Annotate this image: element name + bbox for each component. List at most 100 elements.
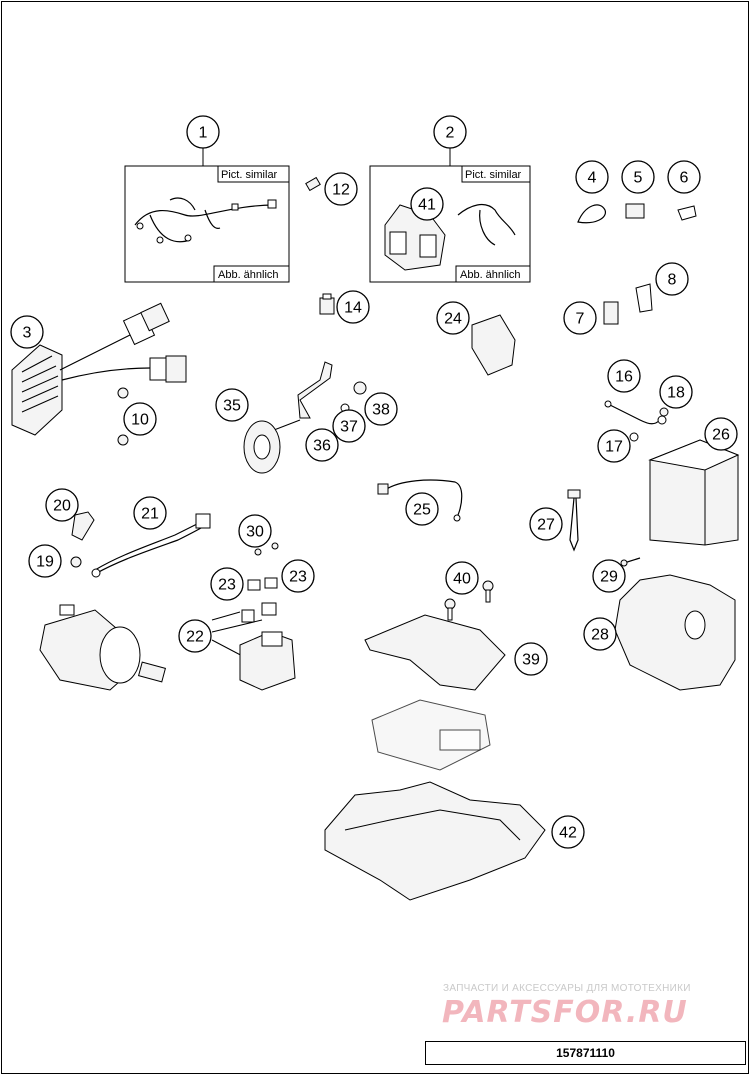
callout-5: 5 — [621, 160, 655, 194]
callout-circle — [583, 617, 617, 651]
watermark-tagline: ЗАПЧАСТИ И АКСЕССУАРЫ ДЛЯ МОТОТЕХНИКИ — [443, 983, 691, 994]
harness-connector — [231, 203, 239, 211]
callout-35: 35 — [215, 388, 249, 422]
callout-40: 40 — [445, 561, 479, 595]
callout-38: 38 — [364, 392, 398, 426]
harness-connector — [267, 199, 277, 209]
part-5-clip — [625, 203, 645, 219]
callout-12: 12 — [324, 172, 358, 206]
part-19-nut — [70, 556, 82, 568]
part-18-screw — [659, 407, 669, 417]
callout-number: 1 — [199, 125, 208, 142]
callout-circle — [445, 561, 479, 595]
box1-bottom-note-frame — [213, 265, 290, 283]
callout-circle — [514, 642, 548, 676]
callout-circle — [178, 619, 212, 653]
callout-circle — [405, 492, 439, 526]
part-42-tray — [324, 781, 546, 901]
callout-number: 30 — [246, 524, 264, 541]
box2-bottom-note: Abb. ähnlich — [460, 269, 521, 281]
callout-7: 7 — [563, 301, 597, 335]
callout-circle — [655, 262, 689, 296]
callout-23: 23 — [281, 559, 315, 593]
callout-3: 3 — [10, 315, 44, 349]
callout-number: 10 — [131, 412, 149, 429]
callout-circle — [238, 514, 272, 548]
callout-22: 22 — [178, 619, 212, 653]
callout-number: 38 — [372, 402, 390, 419]
part-24-relay-block — [471, 314, 516, 376]
callout-4: 4 — [575, 160, 609, 194]
callout-number: 28 — [591, 627, 609, 644]
harness-main-wire — [134, 204, 276, 226]
callout-circle — [592, 559, 626, 593]
callout-circle — [529, 507, 563, 541]
callout-number: 39 — [522, 652, 540, 669]
box1-bottom-note: Abb. ähnlich — [218, 269, 279, 281]
part-4-cable-tie — [577, 204, 606, 224]
callout-number: 42 — [559, 825, 577, 842]
callout-number: 24 — [444, 311, 462, 328]
callout-number: 35 — [223, 398, 241, 415]
callout-circle — [597, 429, 631, 463]
callout-number: 16 — [615, 369, 633, 386]
callout-circle — [659, 375, 693, 409]
callout-circle — [364, 392, 398, 426]
callout-circle — [563, 301, 597, 335]
callout-circle — [133, 496, 167, 530]
callout-circle — [667, 160, 701, 194]
callout-circle — [410, 187, 444, 221]
harness-branch-wire — [204, 209, 221, 230]
part-26-battery — [648, 439, 740, 546]
callout-number: 23 — [289, 569, 307, 586]
part-12-terminal — [305, 176, 321, 192]
callout-circle — [45, 488, 79, 522]
callout-number: 21 — [141, 506, 159, 523]
part-22-starter-relay — [239, 631, 296, 691]
part-20-terminal-cap — [71, 511, 95, 541]
callout-circle — [305, 428, 339, 462]
callout-circle — [551, 815, 585, 849]
harness-bracket-box: Pict. similar Abb. ähnlich — [369, 165, 531, 283]
part-28-battery-holder — [614, 574, 736, 691]
callout-number: 40 — [453, 571, 471, 588]
part-7-relay — [603, 301, 619, 325]
callout-circle — [607, 359, 641, 393]
callout-26: 26 — [704, 417, 738, 451]
relay-bracket-part — [419, 234, 437, 258]
callout-circle — [215, 388, 249, 422]
callout-circle — [433, 115, 467, 149]
callout-18: 18 — [659, 375, 693, 409]
part-14-fuse-holder — [319, 293, 335, 315]
harness-branch-wire — [169, 197, 196, 211]
watermark-brand-logo: PARTSFOR.RU — [442, 995, 688, 1030]
starter-motor — [39, 604, 167, 691]
callout-circle — [210, 567, 244, 601]
callout-circle — [436, 301, 470, 335]
callout-28: 28 — [583, 617, 617, 651]
part-8-bracket — [635, 283, 653, 313]
callout-number: 19 — [36, 554, 54, 571]
callout-number: 14 — [344, 300, 362, 317]
callout-circle — [10, 315, 44, 349]
callout-circle — [281, 559, 315, 593]
harness-connector — [156, 236, 164, 244]
callout-number: 2 — [446, 125, 455, 142]
relay-bracket-part — [389, 231, 407, 255]
box2-top-note: Pict. similar — [465, 169, 522, 181]
callout-39: 39 — [514, 642, 548, 676]
callout-number: 23 — [218, 577, 236, 594]
callout-circle — [186, 115, 220, 149]
callout-6: 6 — [667, 160, 701, 194]
callout-number: 4 — [588, 170, 597, 187]
callout-number: 27 — [537, 517, 555, 534]
part-17-washer — [629, 432, 639, 442]
callout-number: 3 — [23, 325, 32, 342]
callout-number: 22 — [186, 629, 204, 646]
callout-circle — [704, 417, 738, 451]
callout-circle — [621, 160, 655, 194]
part-29-screw — [620, 557, 641, 567]
drawing-number-box: 157871110 — [425, 1041, 746, 1065]
